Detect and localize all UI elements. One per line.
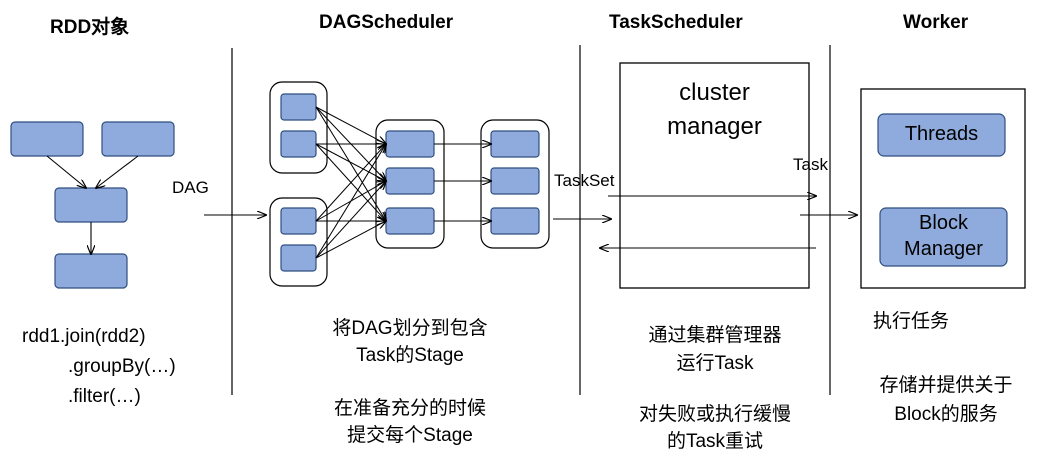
stage-graph [269, 81, 550, 287]
task-node [280, 207, 317, 235]
worker-desc-line-1: 执行任务 [872, 311, 949, 332]
task-desc-line-3: 对失败或执行缓慢 [638, 404, 791, 425]
dag-desc-line-3: 在准备充分的时候 [333, 398, 486, 419]
task-desc-line-2: 运行Task [676, 353, 754, 374]
code-line-1: rdd1.join(rdd2) [22, 326, 146, 347]
task-node [385, 130, 435, 158]
rdd-node-4 [54, 253, 128, 289]
cluster-manager-line-1: cluster [679, 79, 750, 106]
stage-group-3 [375, 119, 445, 249]
task-node [385, 207, 435, 235]
task-node [280, 130, 317, 158]
task-desc-line-4: 的Task重试 [666, 431, 764, 452]
task-node [490, 207, 540, 235]
rdd-node-1 [10, 121, 84, 157]
worker-desc-line-3: Block的服务 [894, 404, 998, 425]
threads-box [877, 113, 1006, 157]
task-node [385, 167, 435, 195]
block-manager-box [879, 207, 1008, 267]
block-manager-label-2: Manager [904, 238, 983, 260]
stage-group-4 [480, 119, 550, 249]
task-node [280, 244, 317, 272]
dag-desc-line-1: 将DAG划分到包含 [332, 318, 488, 339]
dag-desc-line-4: 提交每个Stage [347, 425, 473, 446]
dag-label: DAG [172, 178, 209, 197]
threads-label: Threads [904, 123, 979, 145]
dag-desc-line-2: Task的Stage [356, 345, 464, 366]
rdd-graph [10, 121, 175, 289]
header-dag-scheduler: DAGScheduler [319, 12, 454, 33]
header-worker: Worker [903, 12, 969, 33]
rdd-node-2 [101, 121, 175, 157]
taskset-label: TaskSet [554, 171, 615, 190]
rdd-node-3 [54, 187, 128, 223]
stage-group-1 [269, 81, 328, 174]
worker-desc-line-2: 存储并提供关于 [879, 375, 1013, 396]
task-node [280, 93, 317, 121]
task-label: Task [793, 155, 828, 174]
task-desc-line-1: 通过集群管理器 [648, 325, 782, 346]
header-task-scheduler: TaskScheduler [609, 12, 743, 33]
block-manager-label-1: Block [919, 212, 968, 234]
task-node [490, 130, 540, 158]
task-node [490, 167, 540, 195]
code-line-3: .filter(…) [68, 386, 141, 407]
cluster-manager-box [619, 62, 810, 289]
header-rdd: RDD对象 [50, 17, 130, 38]
code-line-2: .groupBy(…) [68, 356, 176, 377]
stage-group-2 [269, 197, 328, 287]
cluster-manager-line-2: manager [667, 113, 762, 140]
